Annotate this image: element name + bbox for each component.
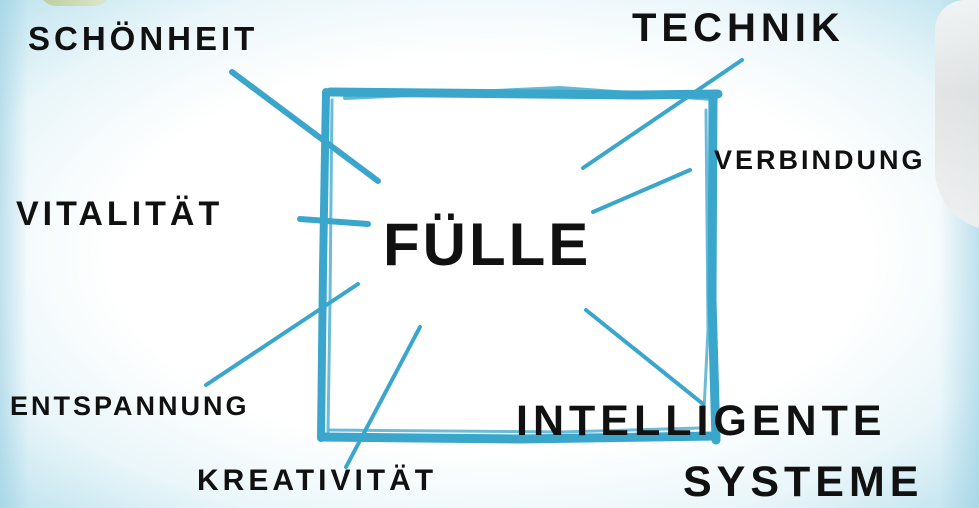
- photo-fragment-right: [935, 0, 979, 230]
- center-label-fuelle: FÜLLE: [383, 211, 592, 278]
- connector-intelligente: [584, 308, 705, 406]
- frame-bottom-rough: [328, 426, 702, 434]
- frame-left-rough: [326, 98, 334, 434]
- left-edge-shade: [0, 0, 28, 508]
- label-intelligente: INTELLIGENTE: [516, 397, 887, 445]
- label-schoenheit: SCHÖNHEIT: [28, 20, 259, 57]
- connector-kreativitaet: [344, 325, 422, 469]
- connector-technik: [581, 58, 744, 170]
- label-technik: TECHNIK: [632, 6, 845, 50]
- frame-top-rough: [343, 85, 714, 101]
- connector-verbindung: [591, 168, 692, 214]
- label-kreativitaet: KREATIVITÄT: [197, 464, 438, 497]
- frame-right: [707, 90, 721, 445]
- label-systeme: SYSTEME: [683, 458, 924, 506]
- label-entspannung: ENTSPANNUNG: [10, 391, 250, 421]
- photo-fragment-top-left: [40, 0, 110, 6]
- connector-schoenheit: [229, 69, 381, 184]
- connector-entspannung: [204, 282, 360, 387]
- connector-vitalitaet: [297, 216, 371, 227]
- frame-right-rough: [701, 108, 710, 432]
- label-verbindung: VERBINDUNG: [714, 145, 926, 175]
- frame-left: [317, 88, 330, 442]
- frame-bottom: [317, 431, 721, 444]
- label-vitalitaet: VITALITÄT: [16, 195, 224, 233]
